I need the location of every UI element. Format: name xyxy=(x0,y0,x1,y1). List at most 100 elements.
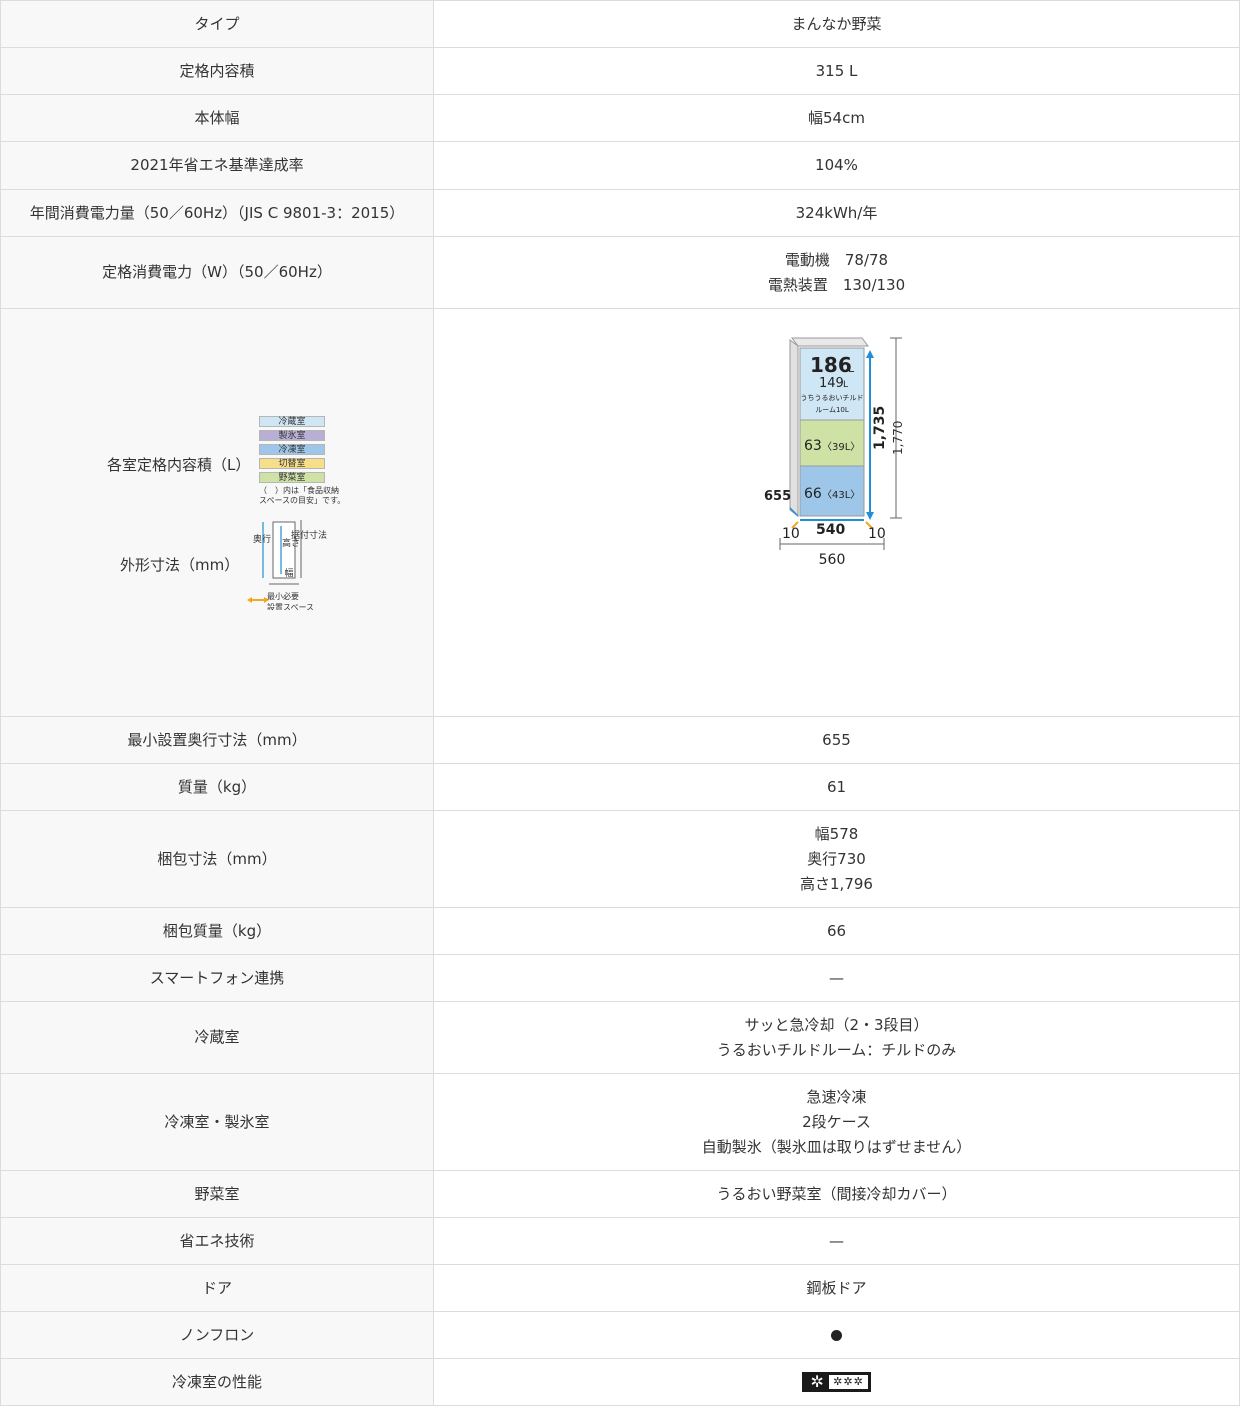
legend-note-line2: スペースの目安」です。 xyxy=(259,495,346,505)
value-rated-power: 電動機 78/78 電熱装置 130/130 xyxy=(433,236,1240,309)
value-pack-dims: 幅578 奥行730 高さ1,796 xyxy=(433,810,1240,908)
diagram-freezer-section xyxy=(799,465,865,516)
dimension-legend-icon: 奥行 高さ 幅 据付寸法 最小必要 設置スペース xyxy=(247,519,327,610)
label-freezer: 冷凍室・製氷室 xyxy=(0,1073,434,1171)
spec-row-smartphone: スマートフォン連携 — xyxy=(0,954,1240,1002)
legend-item-switch: 切替室 xyxy=(259,457,325,469)
diagram-freezer-cap: 66 xyxy=(804,486,822,502)
spec-row-freezer-perf: 冷凍室の性能 ✲ ✲✲✲ xyxy=(0,1358,1240,1406)
fridge-diagram: 186 L 149 L うちうるおいチルド ルーム10L 63 〈39L〉 66… xyxy=(764,337,905,568)
label-nonfreon: ノンフロン xyxy=(0,1311,434,1359)
value-nonfreon: ● xyxy=(433,1311,1240,1359)
label-energy-rate: 2021年省エネ基準達成率 xyxy=(0,141,434,190)
value-door: 鋼板ドア xyxy=(433,1264,1240,1312)
rated-power-motor: 電動機 78/78 xyxy=(784,250,889,269)
value-fridge: サッと急冷却（2・3段目） うるおいチルドルーム：チルドのみ xyxy=(433,1001,1240,1074)
spec-row-room-capacity: 各室定格内容積（L） 外形寸法（mm） 冷蔵室 製氷室 冷凍室 切替室 野菜室 … xyxy=(0,308,1240,717)
value-capacity: 315 L xyxy=(433,47,1240,95)
value-vegetable: うるおい野菜室（間接冷却カバー） xyxy=(433,1170,1240,1218)
spec-row-vegetable: 野菜室 うるおい野菜室（間接冷却カバー） xyxy=(0,1170,1240,1218)
spec-row-nonfreon: ノンフロン ● xyxy=(0,1311,1240,1359)
label-eco-tech: 省エネ技術 xyxy=(0,1217,434,1265)
value-energy-rate: 104% xyxy=(433,141,1240,190)
spec-row-door: ドア 鋼板ドア xyxy=(0,1264,1240,1312)
value-freezer-perf: ✲ ✲✲✲ xyxy=(433,1358,1240,1406)
diagram-chilled-note1: うちうるおいチルド xyxy=(801,394,864,402)
label-annual-power: 年間消費電力量（50／60Hz）（JIS C 9801-3：2015） xyxy=(0,189,434,237)
legend-width-label: 幅 xyxy=(284,567,293,579)
value-width: 幅54cm xyxy=(433,94,1240,142)
diagram-vegetable-paren: 〈39L〉 xyxy=(822,441,860,453)
diagram-height-body: 1,735 xyxy=(872,405,888,449)
spec-row-min-depth: 最小設置奥行寸法（mm） 655 xyxy=(0,716,1240,764)
label-min-depth: 最小設置奥行寸法（mm） xyxy=(0,716,434,764)
label-vegetable: 野菜室 xyxy=(0,1170,434,1218)
label-freezer-perf: 冷凍室の性能 xyxy=(0,1358,434,1406)
legend-install-label: 据付寸法 xyxy=(291,529,327,541)
label-smartphone: スマートフォン連携 xyxy=(0,954,434,1002)
value-freezer: 急速冷凍 2段ケース 自動製氷（製氷皿は取りはずせません） xyxy=(433,1073,1240,1171)
value-min-depth: 655 xyxy=(433,716,1240,764)
value-eco-tech: — xyxy=(433,1217,1240,1265)
freezer-feature-2: 2段ケース xyxy=(802,1112,871,1131)
diagram-freezer-paren: 〈43L〉 xyxy=(822,489,860,501)
fridge-diagram-container: 186 L 149 L うちうるおいチルド ルーム10L 63 〈39L〉 66… xyxy=(434,310,1239,716)
pack-height: 高さ1,796 xyxy=(800,874,873,893)
spec-row-capacity: 定格内容積 315 L xyxy=(0,47,1240,95)
nonfreon-dot-icon xyxy=(831,1329,842,1341)
value-smartphone: — xyxy=(433,954,1240,1002)
label-dimensions-text: 外形寸法（mm） xyxy=(120,555,240,574)
legend-note-line1: （ ）内は「食品収納 xyxy=(259,485,339,495)
diagram-width-install: 560 xyxy=(819,552,846,568)
diagram-chilled-cap: 149 xyxy=(819,376,844,391)
spec-row-fridge: 冷蔵室 サッと急冷却（2・3段目） うるおいチルドルーム：チルドのみ xyxy=(0,1001,1240,1074)
star-badge-left: ✲ xyxy=(810,1372,824,1391)
label-capacity: 定格内容積 xyxy=(0,47,434,95)
spec-row-pack-mass: 梱包質量（kg） 66 xyxy=(0,907,1240,955)
value-annual-power: 324kWh/年 xyxy=(433,189,1240,237)
legend-height-label: 高さ xyxy=(282,537,300,549)
value-room-capacity: 186 L 149 L うちうるおいチルド ルーム10L 63 〈39L〉 66… xyxy=(433,308,1240,717)
pack-width: 幅578 xyxy=(814,824,859,843)
value-pack-mass: 66 xyxy=(433,907,1240,955)
spec-row-pack-dims: 梱包寸法（mm） 幅578 奥行730 高さ1,796 xyxy=(0,810,1240,908)
label-door: ドア xyxy=(0,1264,434,1312)
diagram-gap-left: 10 xyxy=(782,526,800,542)
freezer-feature-3: 自動製氷（製氷皿は取りはずせません） xyxy=(701,1137,972,1156)
spec-row-energy-rate: 2021年省エネ基準達成率 104% xyxy=(0,141,1240,190)
legend-item-ice: 製氷室 xyxy=(259,429,325,441)
diagram-gap-right: 10 xyxy=(868,526,886,542)
label-type: タイプ xyxy=(0,0,434,48)
legend-min-space-1: 最小必要 xyxy=(267,591,299,601)
rated-power-heater: 電熱装置 130/130 xyxy=(767,275,906,294)
four-star-freezer-icon: ✲ ✲✲✲ xyxy=(802,1372,871,1392)
room-capacity-label-block: 各室定格内容積（L） 外形寸法（mm） 冷蔵室 製氷室 冷凍室 切替室 野菜室 … xyxy=(1,310,433,716)
fridge-feature-1: サッと急冷却（2・3段目） xyxy=(744,1015,929,1034)
label-width: 本体幅 xyxy=(0,94,434,142)
spec-row-annual-power: 年間消費電力量（50／60Hz）（JIS C 9801-3：2015） 324k… xyxy=(0,189,1240,237)
spec-row-type: タイプ まんなか野菜 xyxy=(0,0,1240,48)
spec-row-freezer: 冷凍室・製氷室 急速冷凍 2段ケース 自動製氷（製氷皿は取りはずせません） xyxy=(0,1073,1240,1171)
label-room-capacity-text: 各室定格内容積（L） xyxy=(107,455,251,474)
legend-min-space-2: 設置スペース xyxy=(267,602,314,610)
legend-item-vegetable: 野菜室 xyxy=(259,471,325,483)
freezer-feature-1: 急速冷凍 xyxy=(806,1087,867,1106)
diagram-height-install: 1,770 xyxy=(891,420,905,454)
pack-depth: 奥行730 xyxy=(807,849,866,868)
label-rated-power: 定格消費電力（W）（50／60Hz） xyxy=(0,236,434,309)
diagram-fridge-section xyxy=(799,347,865,420)
star-badge-right: ✲✲✲ xyxy=(829,1375,868,1389)
legend-item-freezer: 冷凍室 xyxy=(259,443,325,455)
room-legend: 冷蔵室 製氷室 冷凍室 切替室 野菜室 （ ）内は「食品収納 スペースの目安」で… xyxy=(259,415,346,506)
spec-row-mass: 質量（kg） 61 xyxy=(0,763,1240,811)
diagram-fridge-unit: L xyxy=(848,362,855,375)
fridge-feature-2: うるおいチルドルーム：チルドのみ xyxy=(716,1040,957,1059)
spec-row-rated-power: 定格消費電力（W）（50／60Hz） 電動機 78/78 電熱装置 130/13… xyxy=(0,236,1240,309)
label-mass: 質量（kg） xyxy=(0,763,434,811)
legend-item-fridge: 冷蔵室 xyxy=(259,415,325,427)
label-pack-mass: 梱包質量（kg） xyxy=(0,907,434,955)
diagram-chilled-note2: ルーム10L xyxy=(815,406,849,414)
legend-depth-label: 奥行 xyxy=(253,533,271,545)
label-pack-dims: 梱包寸法（mm） xyxy=(0,810,434,908)
